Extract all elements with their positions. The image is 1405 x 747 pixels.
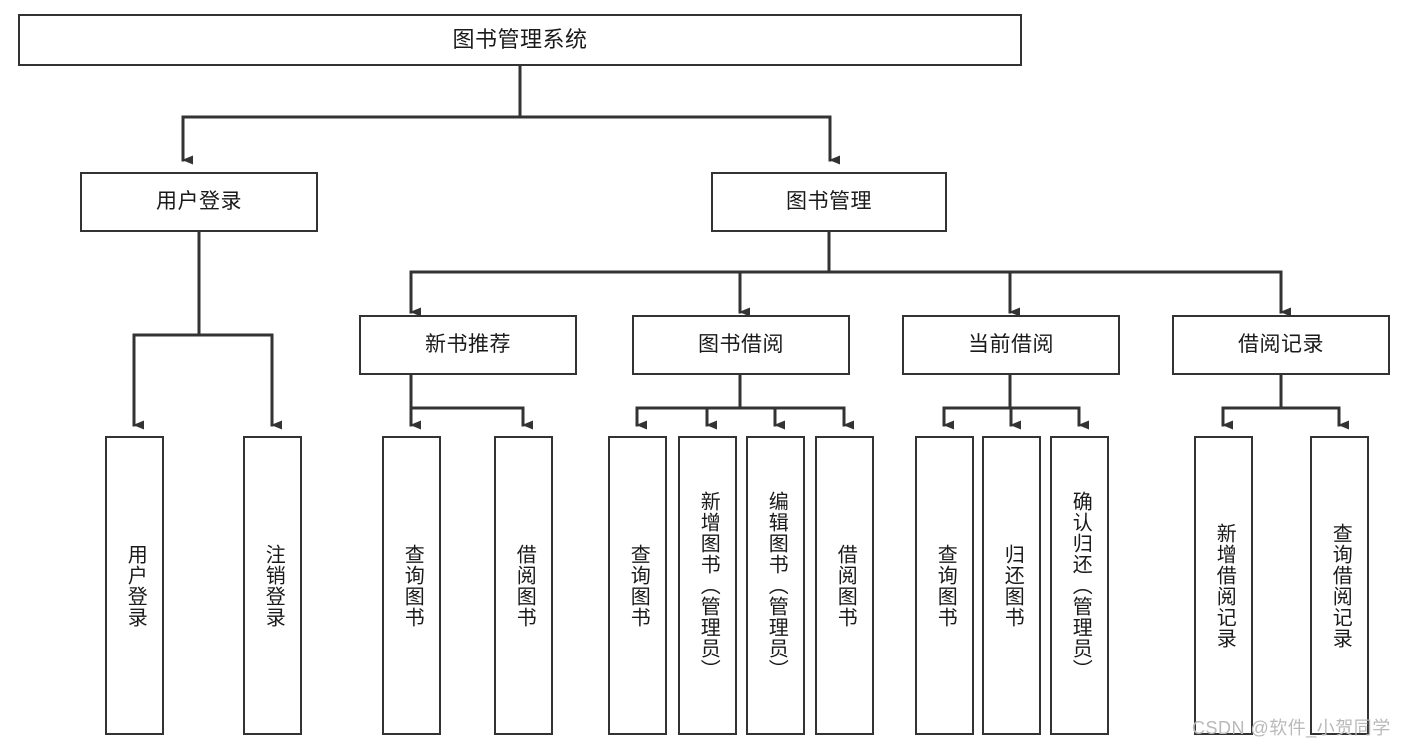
node-label: 借阅记录 [1238, 333, 1324, 357]
node-label: 新增图书（管理员） [697, 491, 720, 680]
node-label: 注销登录 [262, 543, 285, 628]
node-new-book-recommendation[interactable]: 新书推荐 [359, 315, 577, 375]
node-leaf-confirm-return-admin[interactable]: 确认归还（管理员） [1050, 436, 1109, 735]
node-label: 编辑图书（管理员） [765, 491, 788, 680]
node-leaf-edit-book-admin[interactable]: 编辑图书（管理员） [746, 436, 805, 735]
node-label: 查询图书 [934, 543, 957, 628]
node-user-login[interactable]: 用户登录 [80, 172, 318, 232]
node-label: 新书推荐 [425, 333, 511, 357]
node-label: 用户登录 [156, 190, 242, 214]
node-book-borrowing[interactable]: 图书借阅 [632, 315, 850, 375]
node-label: 归还图书 [1001, 543, 1024, 628]
node-label: 新增借阅记录 [1213, 522, 1236, 649]
node-book-management[interactable]: 图书管理 [711, 172, 947, 232]
node-label: 图书借阅 [698, 333, 784, 357]
node-root-book-management-system[interactable]: 图书管理系统 [18, 14, 1022, 66]
node-leaf-user-login[interactable]: 用户登录 [105, 436, 164, 735]
node-borrowing-record[interactable]: 借阅记录 [1172, 315, 1390, 375]
node-leaf-logout[interactable]: 注销登录 [243, 436, 302, 735]
node-leaf-add-book-admin[interactable]: 新增图书（管理员） [678, 436, 737, 735]
node-leaf-query-book-bb[interactable]: 查询图书 [608, 436, 667, 735]
node-current-borrowing[interactable]: 当前借阅 [902, 315, 1120, 375]
node-label: 借阅图书 [834, 543, 857, 628]
node-label: 查询图书 [401, 543, 424, 628]
watermark: CSDN @软件_小贺同学 [1192, 718, 1391, 738]
node-label: 确认归还（管理员） [1069, 491, 1092, 680]
node-leaf-return-book[interactable]: 归还图书 [982, 436, 1041, 735]
node-label: 当前借阅 [968, 333, 1054, 357]
node-label: 查询借阅记录 [1329, 522, 1352, 649]
node-leaf-borrow-book-bb[interactable]: 借阅图书 [815, 436, 874, 735]
node-label: 图书管理 [786, 190, 872, 214]
node-leaf-add-borrow-record[interactable]: 新增借阅记录 [1194, 436, 1253, 735]
node-label: 用户登录 [124, 543, 147, 628]
node-leaf-query-book-nbr[interactable]: 查询图书 [382, 436, 441, 735]
node-label: 查询图书 [627, 543, 650, 628]
node-leaf-query-book-cb[interactable]: 查询图书 [915, 436, 974, 735]
node-leaf-query-borrow-record[interactable]: 查询借阅记录 [1310, 436, 1369, 735]
node-label: 借阅图书 [513, 543, 536, 628]
node-leaf-borrow-book-nbr[interactable]: 借阅图书 [494, 436, 553, 735]
node-label: 图书管理系统 [452, 26, 588, 52]
